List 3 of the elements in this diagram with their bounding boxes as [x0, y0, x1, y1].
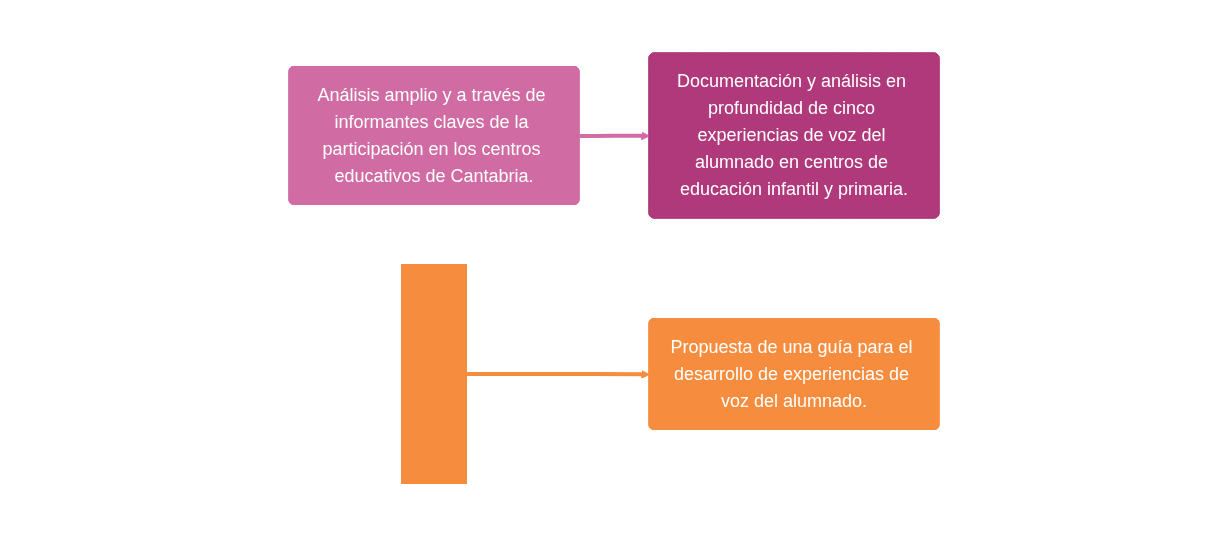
arrow — [466, 370, 650, 380]
node-bar — [400, 264, 467, 485]
arrow — [578, 131, 650, 141]
